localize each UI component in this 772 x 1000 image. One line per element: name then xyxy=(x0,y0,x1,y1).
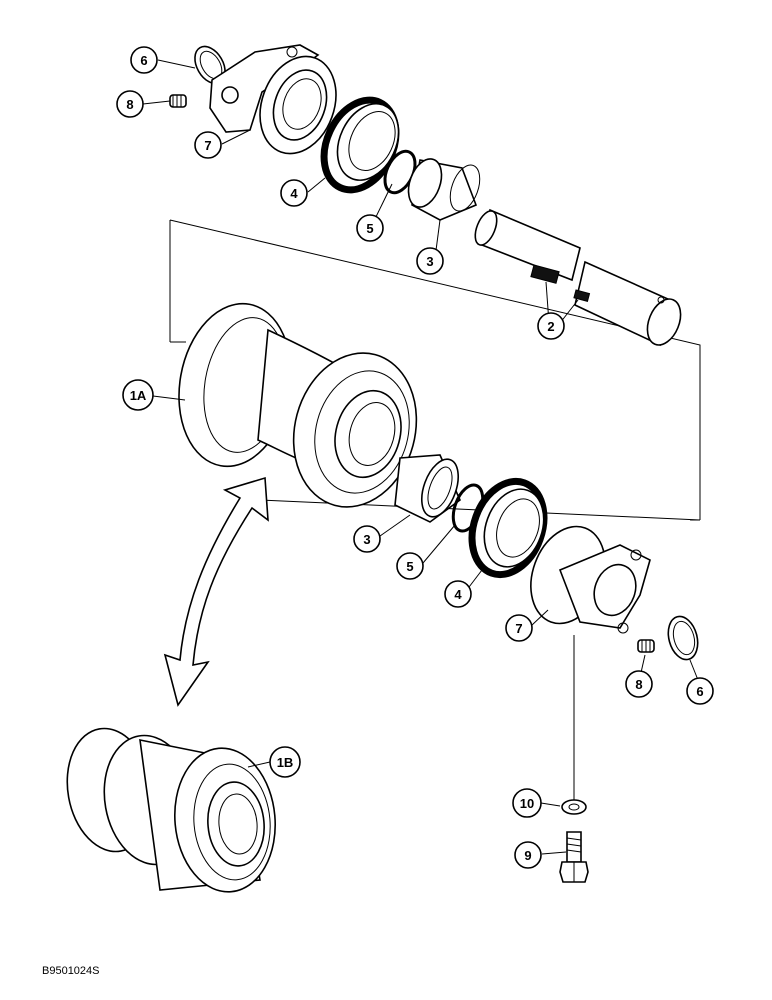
snap-ring-bottom xyxy=(667,615,699,661)
callout-1b: 1B xyxy=(269,746,301,778)
roller-single-flange xyxy=(178,302,418,508)
svg-text:7: 7 xyxy=(204,138,211,153)
svg-text:6: 6 xyxy=(140,53,147,68)
shaft xyxy=(474,208,682,347)
seal-top xyxy=(320,96,400,194)
svg-text:1A: 1A xyxy=(130,388,147,403)
svg-text:3: 3 xyxy=(363,532,370,547)
svg-text:8: 8 xyxy=(126,97,133,112)
svg-text:5: 5 xyxy=(406,559,413,574)
svg-text:6: 6 xyxy=(696,684,703,699)
callout-7-bottom: 7 xyxy=(505,614,533,642)
callout-5-bottom: 5 xyxy=(396,552,424,580)
svg-text:7: 7 xyxy=(515,621,522,636)
figure-code: B9501024S xyxy=(42,965,100,977)
callout-8-top: 8 xyxy=(116,90,144,118)
callout-5-top: 5 xyxy=(356,214,384,242)
callout-4-top: 4 xyxy=(280,179,308,207)
bushing-bottom xyxy=(394,454,461,523)
end-collar-top xyxy=(209,44,337,155)
callout-3-top: 3 xyxy=(416,247,444,275)
callout-3-bottom: 3 xyxy=(353,525,381,553)
callout-6-bottom: 6 xyxy=(686,677,714,705)
callout-1a: 1A xyxy=(122,379,154,411)
bolt xyxy=(559,831,589,883)
seal-bottom xyxy=(468,477,548,579)
roller-double-flange xyxy=(66,727,277,893)
svg-text:4: 4 xyxy=(454,587,462,602)
plug-bottom xyxy=(637,639,655,653)
svg-text:4: 4 xyxy=(290,186,298,201)
callout-7-top: 7 xyxy=(194,131,222,159)
bushing-top xyxy=(407,158,481,221)
alignment-plane xyxy=(169,219,701,521)
callout-9: 9 xyxy=(514,841,542,869)
callout-6-top: 6 xyxy=(130,46,158,74)
callout-10: 10 xyxy=(512,788,542,818)
svg-text:1B: 1B xyxy=(277,755,294,770)
callout-8-bottom: 8 xyxy=(625,670,653,698)
end-collar-bottom xyxy=(530,525,651,634)
svg-text:10: 10 xyxy=(520,796,534,811)
washer xyxy=(561,799,587,815)
svg-text:3: 3 xyxy=(426,254,433,269)
svg-text:2: 2 xyxy=(547,319,554,334)
svg-text:5: 5 xyxy=(366,221,373,236)
callout-2: 2 xyxy=(537,312,565,340)
interchange-arrow xyxy=(163,476,269,707)
svg-text:9: 9 xyxy=(524,848,531,863)
svg-text:8: 8 xyxy=(635,677,642,692)
callout-4-bottom: 4 xyxy=(444,580,472,608)
plug-top xyxy=(169,94,187,108)
